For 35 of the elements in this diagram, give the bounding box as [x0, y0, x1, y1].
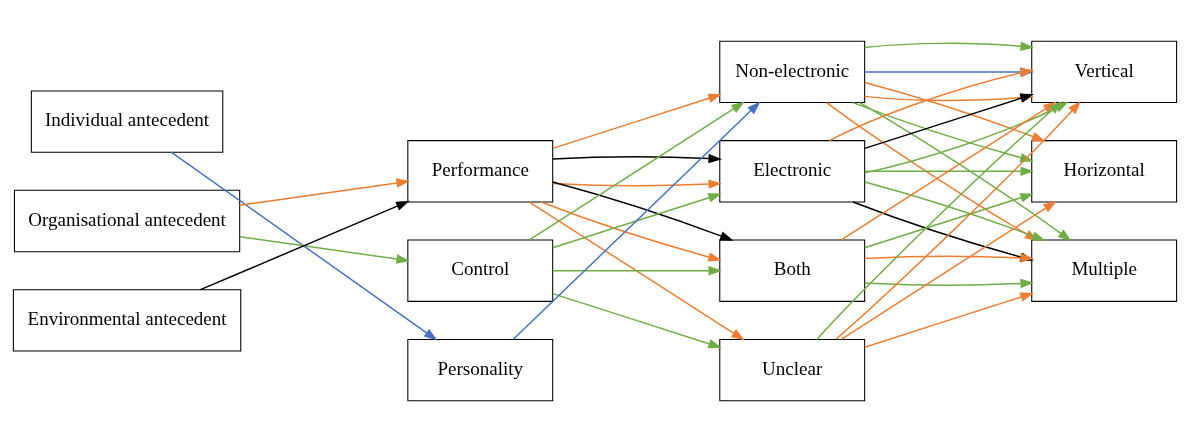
- arrow: [170, 151, 438, 341]
- arrow: [552, 192, 722, 248]
- arrow: [552, 180, 734, 241]
- node-box: Electronic: [719, 139, 866, 202]
- arrow: [864, 166, 1034, 176]
- node-box: Organisational antecedent: [13, 189, 241, 252]
- node-box: Horizontal: [1031, 139, 1178, 202]
- arrow: [864, 278, 1034, 288]
- arrow: [840, 200, 1057, 340]
- node-box: Both: [719, 239, 866, 302]
- arrow: [552, 178, 722, 189]
- node-box: Vertical: [1031, 40, 1178, 103]
- node-box: Performance: [407, 139, 554, 202]
- arrow: [864, 41, 1034, 51]
- arrow: [552, 153, 722, 163]
- arrow: [238, 177, 410, 206]
- node-box: Unclear: [719, 338, 866, 401]
- arrow: [552, 93, 722, 149]
- arrow: [552, 292, 722, 348]
- node-box: Control: [407, 239, 554, 302]
- node-box: Non-electronic: [719, 40, 866, 103]
- arrow: [238, 235, 410, 264]
- arrow: [528, 200, 745, 340]
- node-box: Environmental antecedent: [12, 288, 242, 352]
- arrow: [864, 81, 1046, 141]
- arrow: [199, 200, 410, 290]
- node-box: Multiple: [1031, 239, 1178, 302]
- node-box: Personality: [407, 338, 554, 401]
- arrow: [540, 200, 722, 262]
- arrow: [512, 100, 761, 340]
- arrow: [864, 192, 1034, 248]
- node-box: Individual antecedent: [30, 89, 224, 153]
- arrow: [528, 101, 745, 241]
- arrow: [864, 292, 1034, 348]
- arrow: [552, 265, 722, 275]
